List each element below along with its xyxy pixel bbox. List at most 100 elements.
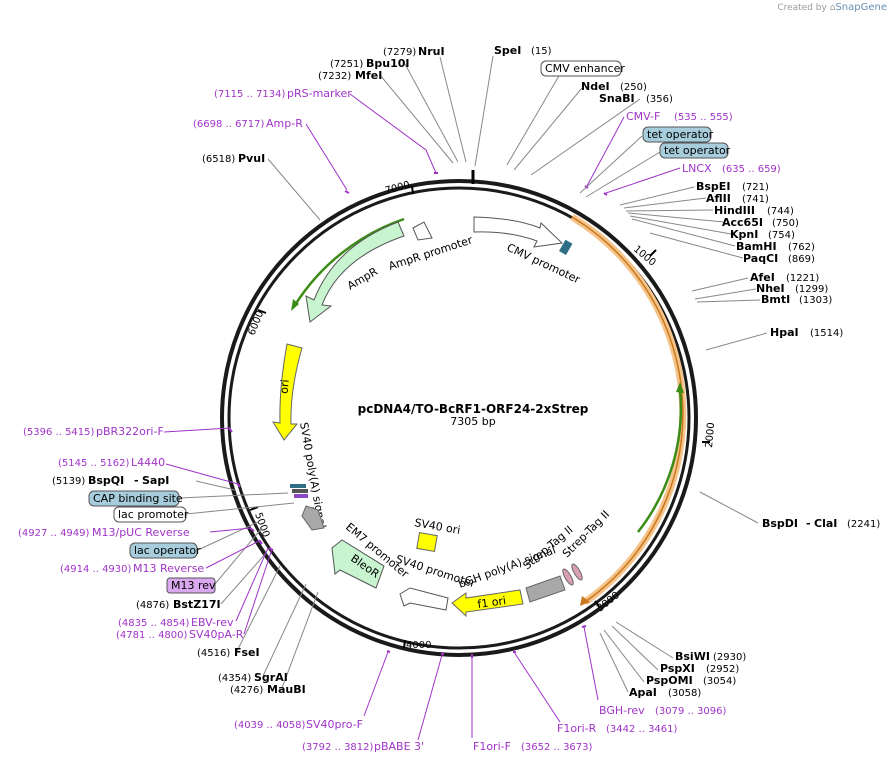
bleor-feature — [331, 539, 385, 589]
orf-arrowhead — [580, 596, 590, 606]
enzyme-name: PspOMI — [646, 674, 693, 687]
lac-operator-label: lac operator — [134, 544, 201, 557]
enzyme-pos: (7251) — [330, 59, 363, 70]
enzyme-name: PaqCI — [743, 252, 778, 265]
enzyme-pos: (4876) — [136, 600, 169, 611]
enzyme-pos: (2952) — [706, 664, 739, 675]
enzyme-pos: (356) — [646, 94, 673, 105]
enzyme-pos: (4276) — [230, 685, 263, 696]
tick-2000: 2000 — [704, 422, 717, 448]
primer-pos: (3792 .. 3812) — [302, 742, 374, 753]
lac-promoter-box — [113, 506, 187, 523]
enzyme-pos: (750) — [772, 218, 799, 229]
enzyme-pos: (4354) — [218, 673, 251, 684]
tick-4000: 4000 — [406, 640, 431, 651]
cmv-promoter-label: CMV promoter — [505, 241, 583, 286]
enzyme-name: MauBI — [267, 683, 306, 696]
tet-operator-box-2 — [659, 142, 729, 159]
primer-pos: (4914 .. 4930) — [60, 564, 132, 575]
enzyme-pos: (744) — [767, 206, 794, 217]
enzyme-name: Acc65I — [722, 216, 763, 229]
tet-operator-marker — [559, 239, 573, 256]
cap-binding-site-box — [88, 490, 180, 507]
lac-promoter-label: lac promoter — [118, 508, 189, 521]
primer-leaders — [163, 93, 681, 741]
enzyme-delimiter: - — [134, 474, 139, 487]
enzyme-pos: (1299) — [795, 284, 828, 295]
green-orf-1 — [637, 389, 683, 533]
cmv-enhancer-box — [540, 60, 622, 77]
enzyme-name: ClaI — [814, 517, 837, 530]
strep-tag-1-feature — [562, 568, 574, 586]
enzyme-pos: (2241) — [847, 519, 880, 530]
enzyme-name: NruI — [418, 45, 445, 58]
enzyme-pos: (1514) — [810, 328, 843, 339]
enzyme-name: AflII — [706, 192, 731, 205]
primer-name: BGH-rev — [599, 704, 645, 717]
enzyme-name: BspDI — [762, 517, 798, 530]
cap-site-marker — [292, 489, 308, 493]
ori-feature — [272, 343, 303, 441]
ampr-promoter-label: AmpR promoter — [387, 233, 475, 273]
enzyme-name: MfeI — [355, 69, 382, 82]
ori-label: ori — [278, 379, 292, 394]
primer-pos: (3652 .. 3673) — [521, 742, 593, 753]
tick-marks — [249, 185, 710, 649]
cap-binding-site-label: CAP binding site — [93, 492, 183, 505]
tet-operator-box-1 — [642, 126, 712, 143]
enzyme-pos: (5139) — [52, 476, 85, 487]
primer-name: SV40pro-F — [306, 718, 363, 731]
primer-name: L4440 — [131, 456, 165, 469]
enzyme-pos: (15) — [531, 46, 552, 57]
primer-labels: (7115 .. 7134) pRS-marker (6698 .. 6717)… — [18, 87, 781, 753]
primer-name: LNCX — [682, 162, 712, 175]
m13-rev-box — [166, 577, 216, 594]
enzyme-pos: (1221) — [786, 273, 819, 284]
enzyme-pos: (7279) — [383, 47, 416, 58]
primer-pos: (6698 .. 6717) — [193, 119, 265, 130]
primer-markers — [228, 172, 608, 658]
enzyme-name: BstZ17I — [173, 598, 221, 611]
tet-operator-label-2: tet operator — [664, 144, 731, 157]
enzyme-delimiter: - — [806, 517, 811, 530]
enzyme-name: SgrAI — [254, 671, 288, 684]
primer-pos: (3079 .. 3096) — [655, 706, 727, 717]
m13-rev-label: M13 rev — [171, 579, 216, 592]
enzyme-pos: (721) — [742, 182, 769, 193]
tick-6000: 6000 — [247, 309, 267, 337]
enzyme-leaders — [195, 55, 768, 693]
enzyme-name: SpeI — [494, 44, 521, 57]
enzyme-name: PspXI — [660, 662, 695, 675]
plasmid-name: pcDNA4/TO-BcRF1-ORF24-2xStrep — [358, 402, 589, 416]
enzyme-name: SnaBI — [599, 92, 635, 105]
enzyme-pos: (4516) — [197, 648, 230, 659]
m13-rev-marker — [294, 494, 308, 498]
enzyme-name: BamHI — [736, 240, 777, 253]
primer-name: CMV-F — [626, 110, 660, 123]
primer-pos: (4781 .. 4800) — [116, 630, 188, 641]
primer-pos: (4835 .. 4854) — [118, 618, 190, 629]
enzyme-name: BsiWI — [675, 650, 710, 663]
ampr-promoter-feature — [412, 221, 433, 241]
orf-line — [571, 216, 684, 603]
sv40-promoter-feature — [399, 587, 449, 611]
primer-pos: (4039 .. 4058) — [234, 720, 306, 731]
primer-name: F1ori-F — [473, 740, 511, 753]
enzyme-pos: (6518) — [202, 154, 235, 165]
enzyme-pos: (3054) — [703, 676, 736, 687]
primer-pos: (4927 .. 4949) — [18, 528, 90, 539]
primer-name: pBR322ori-F — [96, 425, 164, 438]
plasmid-length: 7305 bp — [450, 415, 495, 428]
cmv-promoter-feature — [473, 216, 564, 248]
enzyme-name: KpnI — [730, 228, 758, 241]
enzyme-name: NheI — [756, 282, 785, 295]
primer-name: F1ori-R — [557, 722, 597, 735]
primer-name: SV40pA-R — [189, 628, 244, 641]
primer-pos: (5396 .. 5415) — [23, 427, 95, 438]
ampr-label: AmpR — [345, 265, 380, 293]
snapgene-credit: Created by ⌂SnapGene — [777, 2, 887, 13]
enzyme-pos: (741) — [742, 194, 769, 205]
green-orf-2 — [293, 217, 405, 306]
sv40-ori-feature — [416, 531, 438, 553]
